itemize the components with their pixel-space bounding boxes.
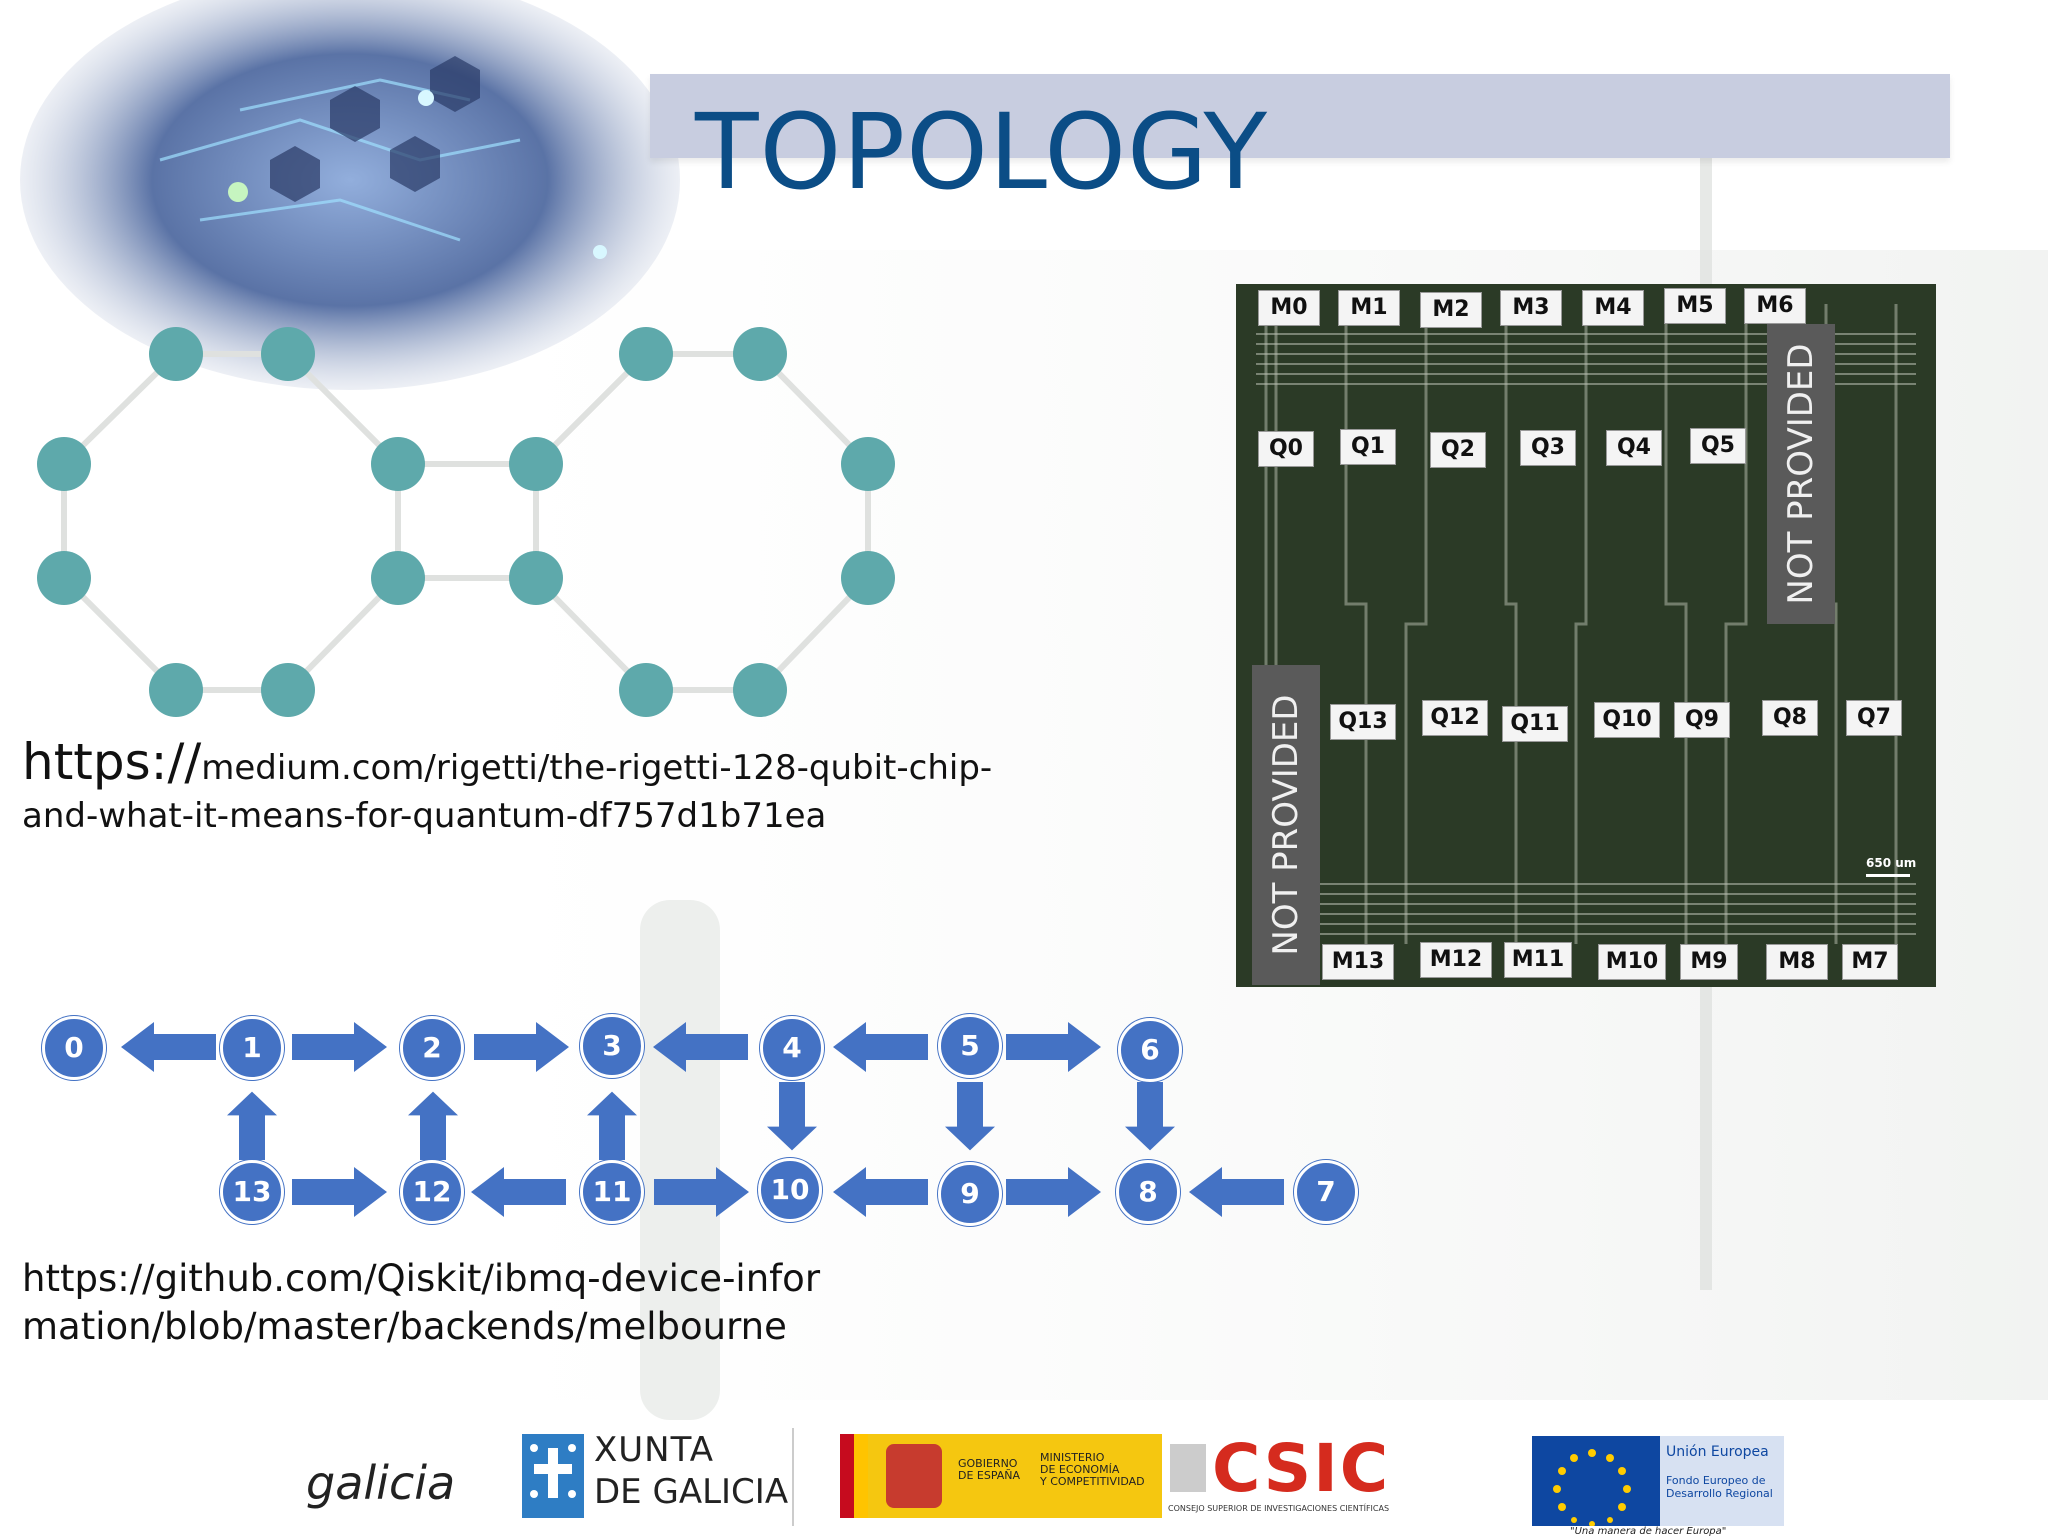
chip-label: M6 — [1744, 288, 1806, 324]
chip-label: Q13 — [1330, 704, 1396, 740]
title-bar — [650, 74, 1950, 158]
spain-flag-stripe — [840, 1434, 854, 1518]
chip-label: Q5 — [1690, 428, 1746, 464]
ibmq-node: 8 — [1116, 1160, 1180, 1224]
qubit-node — [261, 327, 315, 381]
ibmq-node: 5 — [938, 1014, 1002, 1078]
ibmq-node: 13 — [220, 1160, 284, 1224]
eu-title: Unión Europea — [1666, 1444, 1769, 1460]
ibmq-coupling-map — [121, 1022, 1284, 1217]
scale-bar — [1866, 874, 1910, 877]
qubit-node — [371, 437, 425, 491]
rigetti-source-link[interactable]: https://medium.com/rigetti/the-rigetti-1… — [22, 737, 1002, 840]
csic-subtitle: CONSEJO SUPERIOR DE INVESTIGACIONES CIEN… — [1168, 1504, 1390, 1513]
chip-label: Q11 — [1502, 706, 1568, 742]
ibmq-node: 7 — [1294, 1160, 1358, 1224]
chip-label: M2 — [1420, 292, 1482, 328]
chip-label: M8 — [1766, 944, 1828, 980]
ibmq-node: 0 — [42, 1016, 106, 1080]
chip-label: Q8 — [1762, 700, 1818, 736]
qubit-node — [37, 551, 91, 605]
qubit-node — [149, 327, 203, 381]
chip-label: M11 — [1504, 942, 1572, 978]
qubit-node — [619, 663, 673, 717]
ibmq-node: 4 — [760, 1016, 824, 1080]
chip-label: Q12 — [1422, 700, 1488, 736]
galicia-logo: galicia — [306, 1456, 456, 1510]
qubit-node — [509, 551, 563, 605]
funding-logos: galicia XUNTA DE GALICIA GOBIERNO DE ESP… — [300, 1428, 1800, 1537]
csic-logo: CSIC — [1212, 1430, 1391, 1507]
qubit-node — [261, 663, 315, 717]
csic-panel — [1162, 1434, 1462, 1518]
ibmq-node: 9 — [938, 1162, 1002, 1226]
chip-label: Q3 — [1520, 430, 1576, 466]
ibmq-node: 2 — [400, 1016, 464, 1080]
chip-traces — [1256, 304, 1916, 944]
chip-label: M7 — [1842, 944, 1898, 980]
qubit-node — [371, 551, 425, 605]
chip-label: Q2 — [1430, 432, 1486, 468]
chip-label: Q0 — [1258, 431, 1314, 467]
eu-text-panel — [1660, 1436, 1784, 1526]
ibmq-node: 6 — [1118, 1018, 1182, 1082]
chip-label: M0 — [1258, 290, 1320, 326]
xunta-shield-icon — [522, 1434, 584, 1518]
qubit-node — [509, 437, 563, 491]
chip-label: M1 — [1338, 290, 1400, 326]
chip-label: Q10 — [1594, 702, 1660, 738]
link1-rest: medium.com/rigetti/the-rigetti-128-qubit… — [22, 748, 993, 836]
spain-flag-stripe — [854, 1434, 868, 1518]
chip-label: Q7 — [1846, 700, 1902, 736]
ibmq-source-link[interactable]: https://github.com/Qiskit/ibmq-device-in… — [22, 1257, 821, 1348]
chip-label: M3 — [1500, 290, 1562, 326]
ibmq-node: 12 — [400, 1160, 464, 1224]
chip-label: Q4 — [1606, 430, 1662, 466]
chip-label: Q9 — [1674, 702, 1730, 738]
eu-subtitle: Fondo Europeo de Desarrollo Regional — [1666, 1474, 1773, 1500]
qubit-node — [733, 327, 787, 381]
link1-prefix: https:// — [22, 733, 202, 791]
not-provided-label: NOT PROVIDED — [1252, 665, 1320, 985]
scale-label: 650 um — [1866, 856, 1917, 870]
spain-coat-of-arms-icon — [886, 1444, 942, 1508]
divider — [792, 1428, 794, 1526]
ministerio-text: MINISTERIO DE ECONOMÍA Y COMPETITIVIDAD — [1040, 1451, 1145, 1488]
xunta-line2: DE GALICIA — [594, 1472, 789, 1512]
rigetti-octagon-topology — [37, 327, 895, 717]
qubit-node — [841, 437, 895, 491]
slide-title: TOPOLOGY — [695, 91, 1268, 213]
chip-label: Q1 — [1340, 429, 1396, 465]
chip-label: M10 — [1598, 944, 1666, 980]
chip-label: M9 — [1680, 944, 1738, 980]
qubit-node — [619, 327, 673, 381]
chip-label: M13 — [1322, 944, 1394, 980]
gobierno-text: GOBIERNO DE ESPAÑA — [958, 1457, 1021, 1482]
qubit-node — [841, 551, 895, 605]
ibmq-node: 1 — [220, 1016, 284, 1080]
qubit-node — [733, 663, 787, 717]
chip-label: M4 — [1582, 290, 1644, 326]
qubit-node — [149, 663, 203, 717]
chip-label: M12 — [1420, 942, 1492, 978]
rigetti-chip-photo: M0 M1 M2 M3 M4 M5 M6 Q0 Q1 Q2 Q3 Q4 Q5 Q… — [1236, 284, 1936, 987]
csic-emblem-icon — [1170, 1444, 1206, 1492]
xunta-line1: XUNTA — [594, 1430, 714, 1470]
chip-label: M5 — [1664, 288, 1726, 324]
qubit-node — [37, 437, 91, 491]
ibmq-node: 10 — [758, 1158, 822, 1222]
ibmq-node: 3 — [580, 1014, 644, 1078]
ibmq-node: 11 — [580, 1160, 644, 1224]
eu-motto: "Una manera de hacer Europa" — [1570, 1526, 1727, 1537]
not-provided-label: NOT PROVIDED — [1767, 324, 1835, 624]
